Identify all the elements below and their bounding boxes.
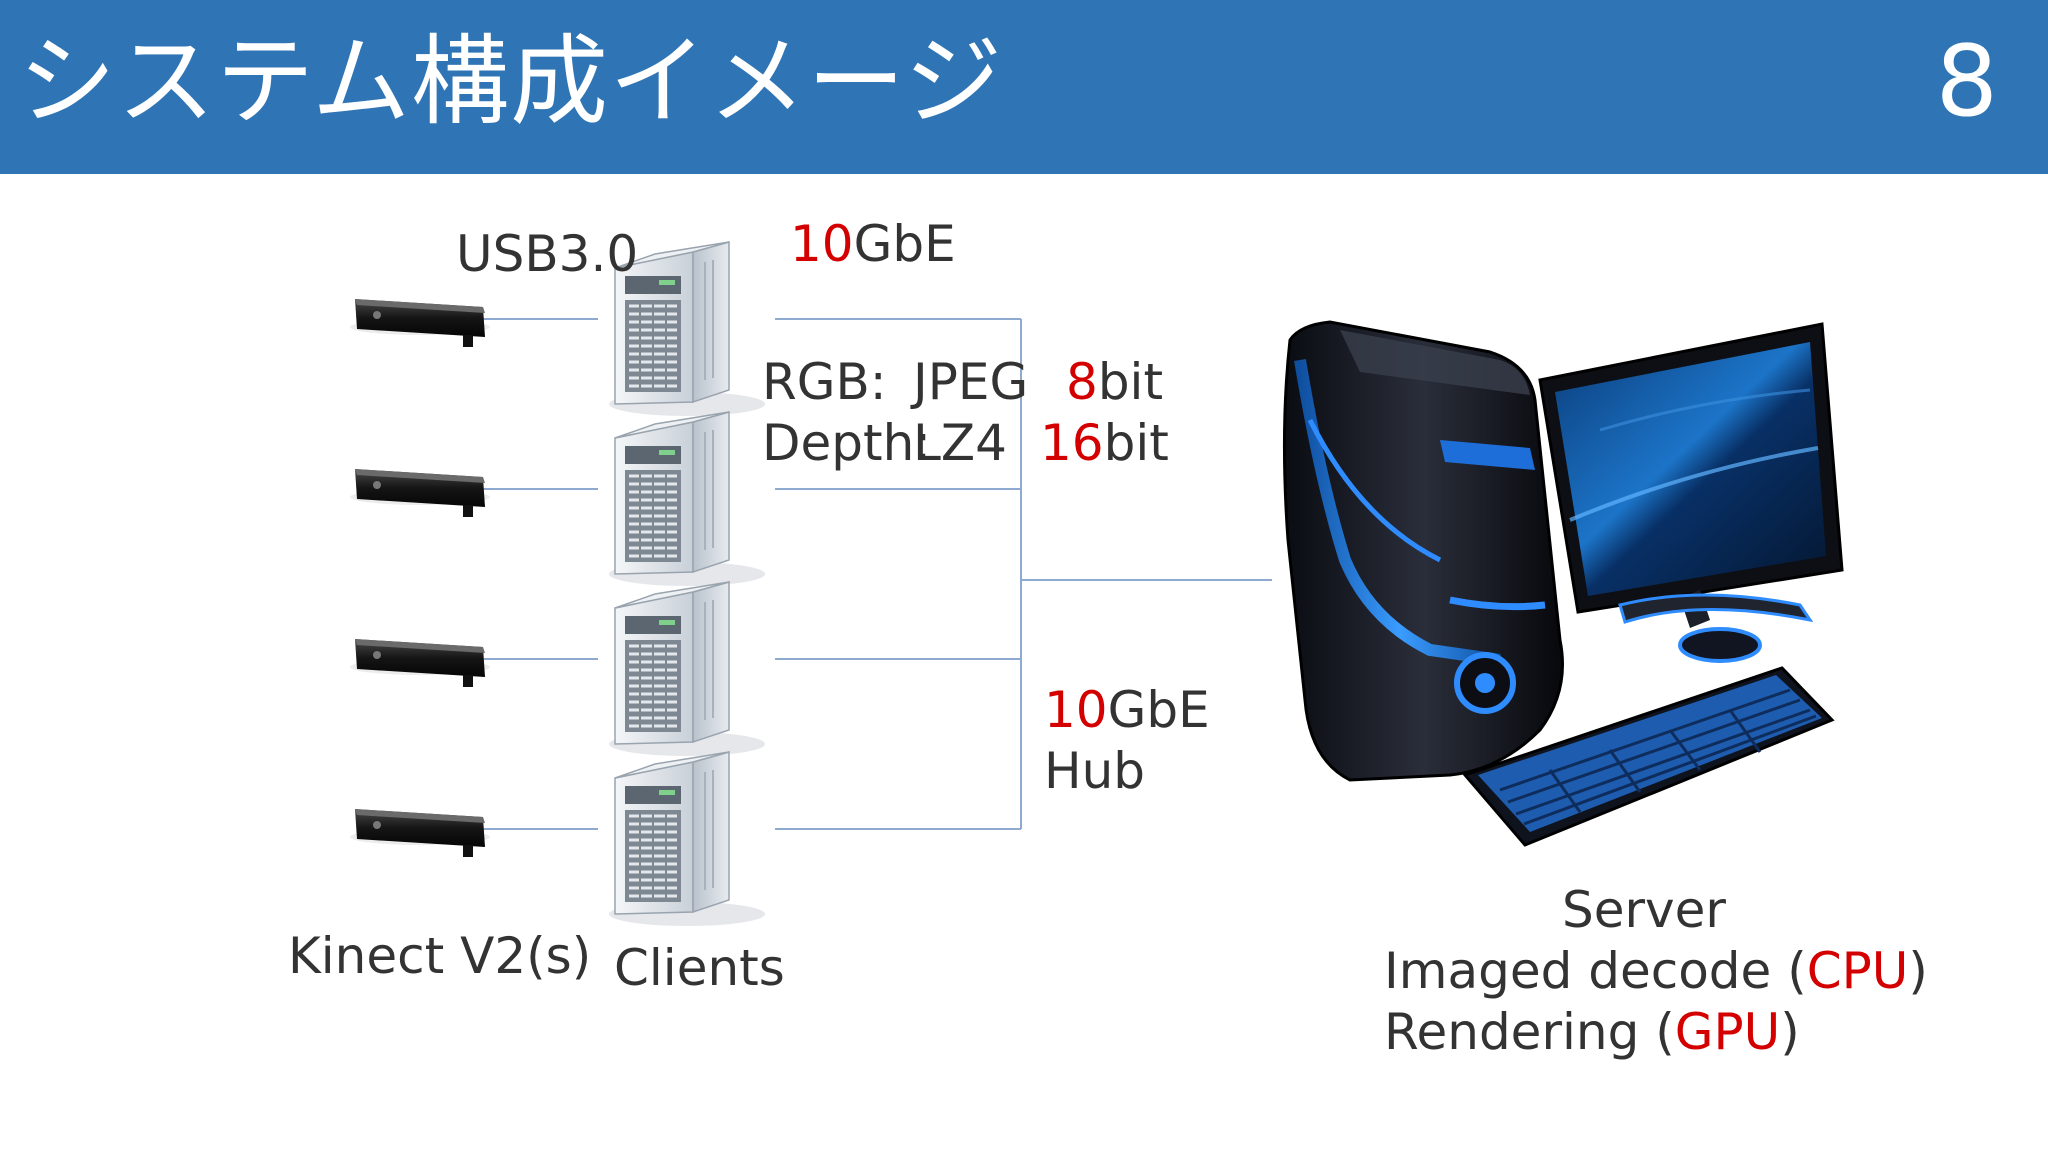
depth-format: LZ4 [913,414,1007,472]
depth-prefix: Depth: [762,414,932,472]
usb-label: USB3.0 [456,225,639,283]
desktop-computer-icon [1282,320,1844,847]
hub-speed-label: 10GbE [1044,680,1210,740]
server-tower-icon [609,241,765,416]
rgb-prefix: RGB: [762,353,887,411]
server-tower-icon [609,751,765,926]
kinect-sensor-icon [350,809,490,857]
decode-prefix: Imaged decode ( [1384,942,1807,1000]
rgb-format: JPEG [913,353,1029,411]
server-tower-icon [609,581,765,756]
top-speed-label: 10GbE [790,214,956,274]
rgb-bit-number: 8 [1066,353,1098,411]
render-prefix: Rendering ( [1384,1003,1675,1061]
decode-label: Imaged decode (CPU) [1384,941,1928,1001]
hub-label: Hub [1044,742,1146,800]
kinect-sensor-icon [350,639,490,687]
top-speed-number: 10 [790,215,854,273]
clients-label: Clients [614,939,785,997]
decode-unit: CPU [1806,942,1909,1000]
depth-bit-depth: 16bit [1040,413,1169,473]
depth-bit-number: 16 [1040,414,1104,472]
server-label: Server [1562,881,1726,939]
render-unit: GPU [1674,1003,1781,1061]
kinect-sensor-icon [350,299,490,347]
hub-speed-unit: GbE [1107,681,1210,739]
kinect-label: Kinect V2(s) [288,927,592,985]
slide-title: システム構成イメージ [18,25,1004,139]
rgb-bit-unit: bit [1097,353,1164,411]
rgb-bit-depth: 8bit [1066,352,1163,412]
render-suffix: ) [1780,1003,1800,1061]
page-number: 8 [1935,25,1998,139]
server-tower-icon [609,411,765,586]
top-speed-unit: GbE [853,215,956,273]
depth-bit-unit: bit [1103,414,1169,472]
render-label: Rendering (GPU) [1384,1002,1800,1062]
title-bar: システム構成イメージ 8 [0,0,2048,174]
decode-suffix: ) [1908,942,1928,1000]
hub-speed-number: 10 [1044,681,1108,739]
kinect-sensor-icon [350,469,490,517]
